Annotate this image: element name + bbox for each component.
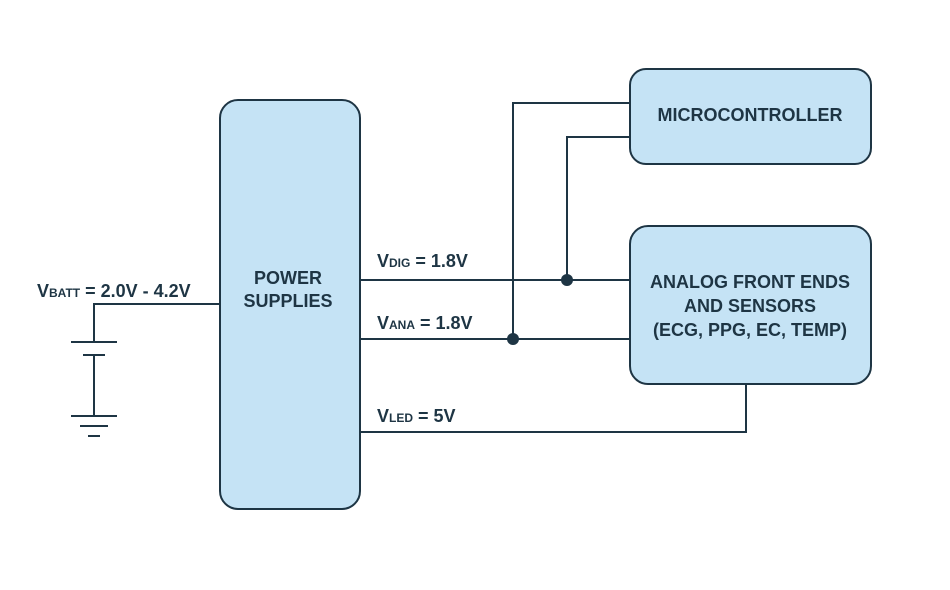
vdig-junction-dot — [561, 274, 573, 286]
vdig-to-microcontroller-wire — [566, 136, 630, 280]
microcontroller-label: MICROCONTROLLER — [658, 105, 843, 125]
afe-label-line2: AND SENSORS — [684, 296, 816, 316]
vled-label: VLED = 5V — [377, 406, 456, 426]
afe-label-line3: (ECG, PPG, EC, TEMP) — [653, 320, 847, 340]
vled-rail-wire — [360, 384, 747, 433]
battery-symbol — [71, 303, 220, 437]
vbatt-label: VBATT = 2.0V - 4.2V — [37, 281, 191, 301]
vdig-label: VDIG = 1.8V — [377, 251, 468, 271]
vbatt-wire — [93, 303, 220, 342]
afe-label-line1: ANALOG FRONT ENDS — [650, 272, 850, 292]
vana-label: VANA = 1.8V — [377, 313, 473, 333]
power-supplies-block: POWER SUPPLIES — [219, 99, 361, 510]
vana-to-microcontroller-wire — [512, 102, 630, 339]
afe-block: ANALOG FRONT ENDS AND SENSORS (ECG, PPG,… — [629, 225, 872, 385]
power-supplies-label-line2: SUPPLIES — [243, 291, 332, 311]
microcontroller-block: MICROCONTROLLER — [629, 68, 872, 165]
power-supplies-label-line1: POWER — [254, 268, 322, 288]
vana-junction-dot — [507, 333, 519, 345]
